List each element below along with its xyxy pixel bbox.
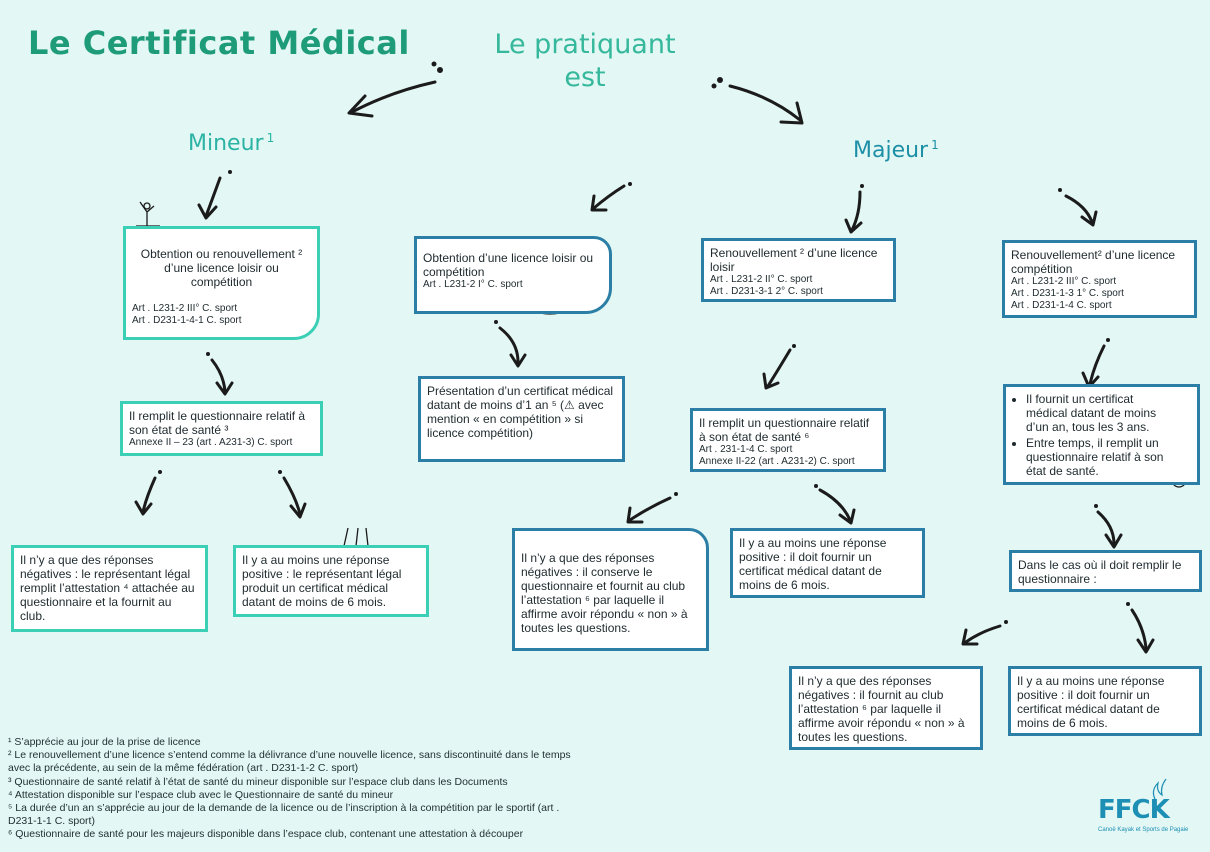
arrow-m2 (210, 358, 227, 394)
arrow-c2 (498, 326, 520, 364)
majeur-questionnaire-ref-2: Annexe II-22 (art . A231-2) C. sport (699, 456, 855, 467)
logo-text: FFCK (1098, 795, 1170, 825)
arrow-c1 (592, 184, 626, 210)
ffck-logo: FFCK Canoë Kayak et Sports de Pagaie (1090, 775, 1202, 843)
mineur-positive-box: Il y a au moins une réponse positive : l… (233, 545, 429, 617)
mineur-note: 1 (266, 131, 275, 145)
certificat-3ans-item-1: Il fournit un certificat médical datant … (1026, 392, 1171, 434)
renouvellement-loisir-text: Renouvellement ² d’une licence loisir (710, 246, 878, 274)
certificat-1an-text: Présentation d’un certificat médical dat… (427, 384, 614, 440)
footnote-2: ² Le renouvellement d’une licence s’ente… (8, 749, 571, 775)
mineur-obtention-ref-2: Art . D231-1-4-1 C. sport (132, 315, 242, 326)
majeur-obtention-box: Obtention d’une licence loisir ou compét… (414, 236, 612, 314)
mineur-obtention-ref-1: Art . L231-2 III° C. sport (132, 303, 238, 314)
arrow-to-majeur-head (779, 101, 804, 125)
mineur-negative-box: Il n’y a que des réponses négatives : le… (11, 545, 208, 632)
arrow-r3 (628, 496, 672, 522)
majeur-questionnaire-ref-1: Art . 231-1-4 C. sport (699, 444, 793, 455)
certificat-3ans-box: Il fournit un certificat médical datant … (1003, 384, 1200, 485)
paddler-icon (136, 201, 160, 227)
arrow-to-majeur (728, 84, 802, 122)
competition-positive-text: Il y a au moins une réponse positive : i… (1017, 674, 1165, 730)
mineur-positive-text: Il y a au moins une réponse positive : l… (242, 553, 402, 609)
cas-questionnaire-box: Dans le cas où il doit remplir le questi… (1009, 550, 1202, 592)
center-heading-line-2: est (564, 62, 606, 93)
renouvellement-loisir-ref-2: Art . D231-3-1 2° C. sport (710, 286, 823, 297)
renouvellement-competition-box: Renouvellement² d’une licence compétitio… (1002, 240, 1197, 318)
footnote-6: ⁶ Questionnaire de santé pour les majeur… (8, 828, 524, 841)
arrow-f3 (1096, 510, 1116, 546)
footnote-5: ⁵ La durée d’un an s’apprécie au jour de… (8, 802, 560, 828)
arrow-to-mineur-head (347, 94, 374, 118)
arrow-m4 (282, 476, 302, 516)
arrow-f5 (1130, 608, 1148, 650)
competition-negative-text: Il n’y a que des réponses négatives : il… (798, 674, 965, 744)
mineur-questionnaire-text: Il remplit le questionnaire relatif à so… (129, 409, 306, 437)
arrow-f2 (1088, 344, 1106, 386)
majeur-note: 1 (931, 138, 939, 152)
mineur-questionnaire-ref-1: Annexe II – 23 (art . A231-3) C. sport (129, 437, 293, 448)
loisir-negative-box: Il n’y a que des réponses négatives : il… (512, 528, 709, 651)
arrow-m1 (204, 176, 222, 218)
renouvellement-competition-ref-1: Art . L231-2 III° C. sport (1011, 276, 1117, 287)
arrow-f1 (1064, 194, 1094, 224)
competition-negative-box: Il n’y a que des réponses négatives : il… (789, 666, 983, 750)
footnote-1: ¹ S’apprécie au jour de la prise de lice… (8, 736, 201, 748)
majeur-questionnaire-text: Il remplit un questionnaire relatif à so… (699, 416, 870, 444)
renouvellement-competition-ref-3: Art . D231-1-4 C. sport (1011, 300, 1112, 311)
majeur-obtention-text: Obtention d’une licence loisir ou compét… (423, 251, 594, 279)
logo-flame-icon (1152, 778, 1167, 802)
loisir-positive-box: Il y a au moins une réponse positive : i… (730, 528, 925, 598)
footnote-4: ⁴ Attestation disponible sur l’espace cl… (8, 788, 394, 801)
arrow-m3 (141, 476, 157, 514)
mineur-obtention-text: Obtention ou renouvellement ² d’une lice… (140, 247, 303, 289)
competition-positive-box: Il y a au moins une réponse positive : i… (1008, 666, 1202, 736)
arrow-f4 (964, 624, 1002, 644)
majeur-label: Majeur (853, 138, 929, 163)
mineur-questionnaire-box: Il remplit le questionnaire relatif à so… (120, 401, 323, 456)
renouvellement-competition-text: Renouvellement² d’une licence compétitio… (1011, 248, 1176, 276)
logo-subtitle: Canoë Kayak et Sports de Pagaie (1098, 827, 1189, 833)
renouvellement-loisir-box: Renouvellement ² d’une licence loisir Ar… (701, 238, 896, 302)
arrow-r2 (766, 348, 792, 388)
arrow-to-mineur (350, 80, 437, 114)
cas-questionnaire-text: Dans le cas où il doit remplir le questi… (1018, 558, 1182, 586)
renouvellement-loisir-ref-1: Art . L231-2 II° C. sport (710, 274, 813, 285)
page-title: Le Certificat Médical (28, 24, 410, 62)
center-heading: Le pratiquant est (470, 28, 700, 94)
loisir-negative-text: Il n’y a que des réponses négatives : il… (521, 551, 688, 635)
loisir-positive-text: Il y a au moins une réponse positive : i… (739, 536, 887, 592)
majeur-obtention-ref-1: Art . L231-2 I° C. sport (423, 279, 523, 290)
arrow-r4 (818, 488, 852, 522)
mineur-obtention-box: Obtention ou renouvellement ² d’une lice… (123, 226, 320, 340)
majeur-questionnaire-box: Il remplit un questionnaire relatif à so… (690, 408, 886, 472)
mineur-negative-text: Il n’y a que des réponses négatives : le… (20, 553, 195, 623)
certificat-1an-box: Présentation d’un certificat médical dat… (418, 376, 625, 462)
center-heading-line-1: Le pratiquant (494, 29, 676, 60)
mineur-label: Mineur (188, 131, 264, 156)
renouvellement-competition-ref-2: Art . D231-1-3 1° C. sport (1011, 288, 1124, 299)
arrow-r1 (850, 190, 862, 232)
footnotes: ¹ S’apprécie au jour de la prise de lice… (8, 736, 588, 842)
certificat-3ans-item-2: Entre temps, il remplit un questionnaire… (1026, 436, 1171, 478)
footnote-3: ³ Questionnaire de santé relatif à l’éta… (8, 775, 508, 788)
